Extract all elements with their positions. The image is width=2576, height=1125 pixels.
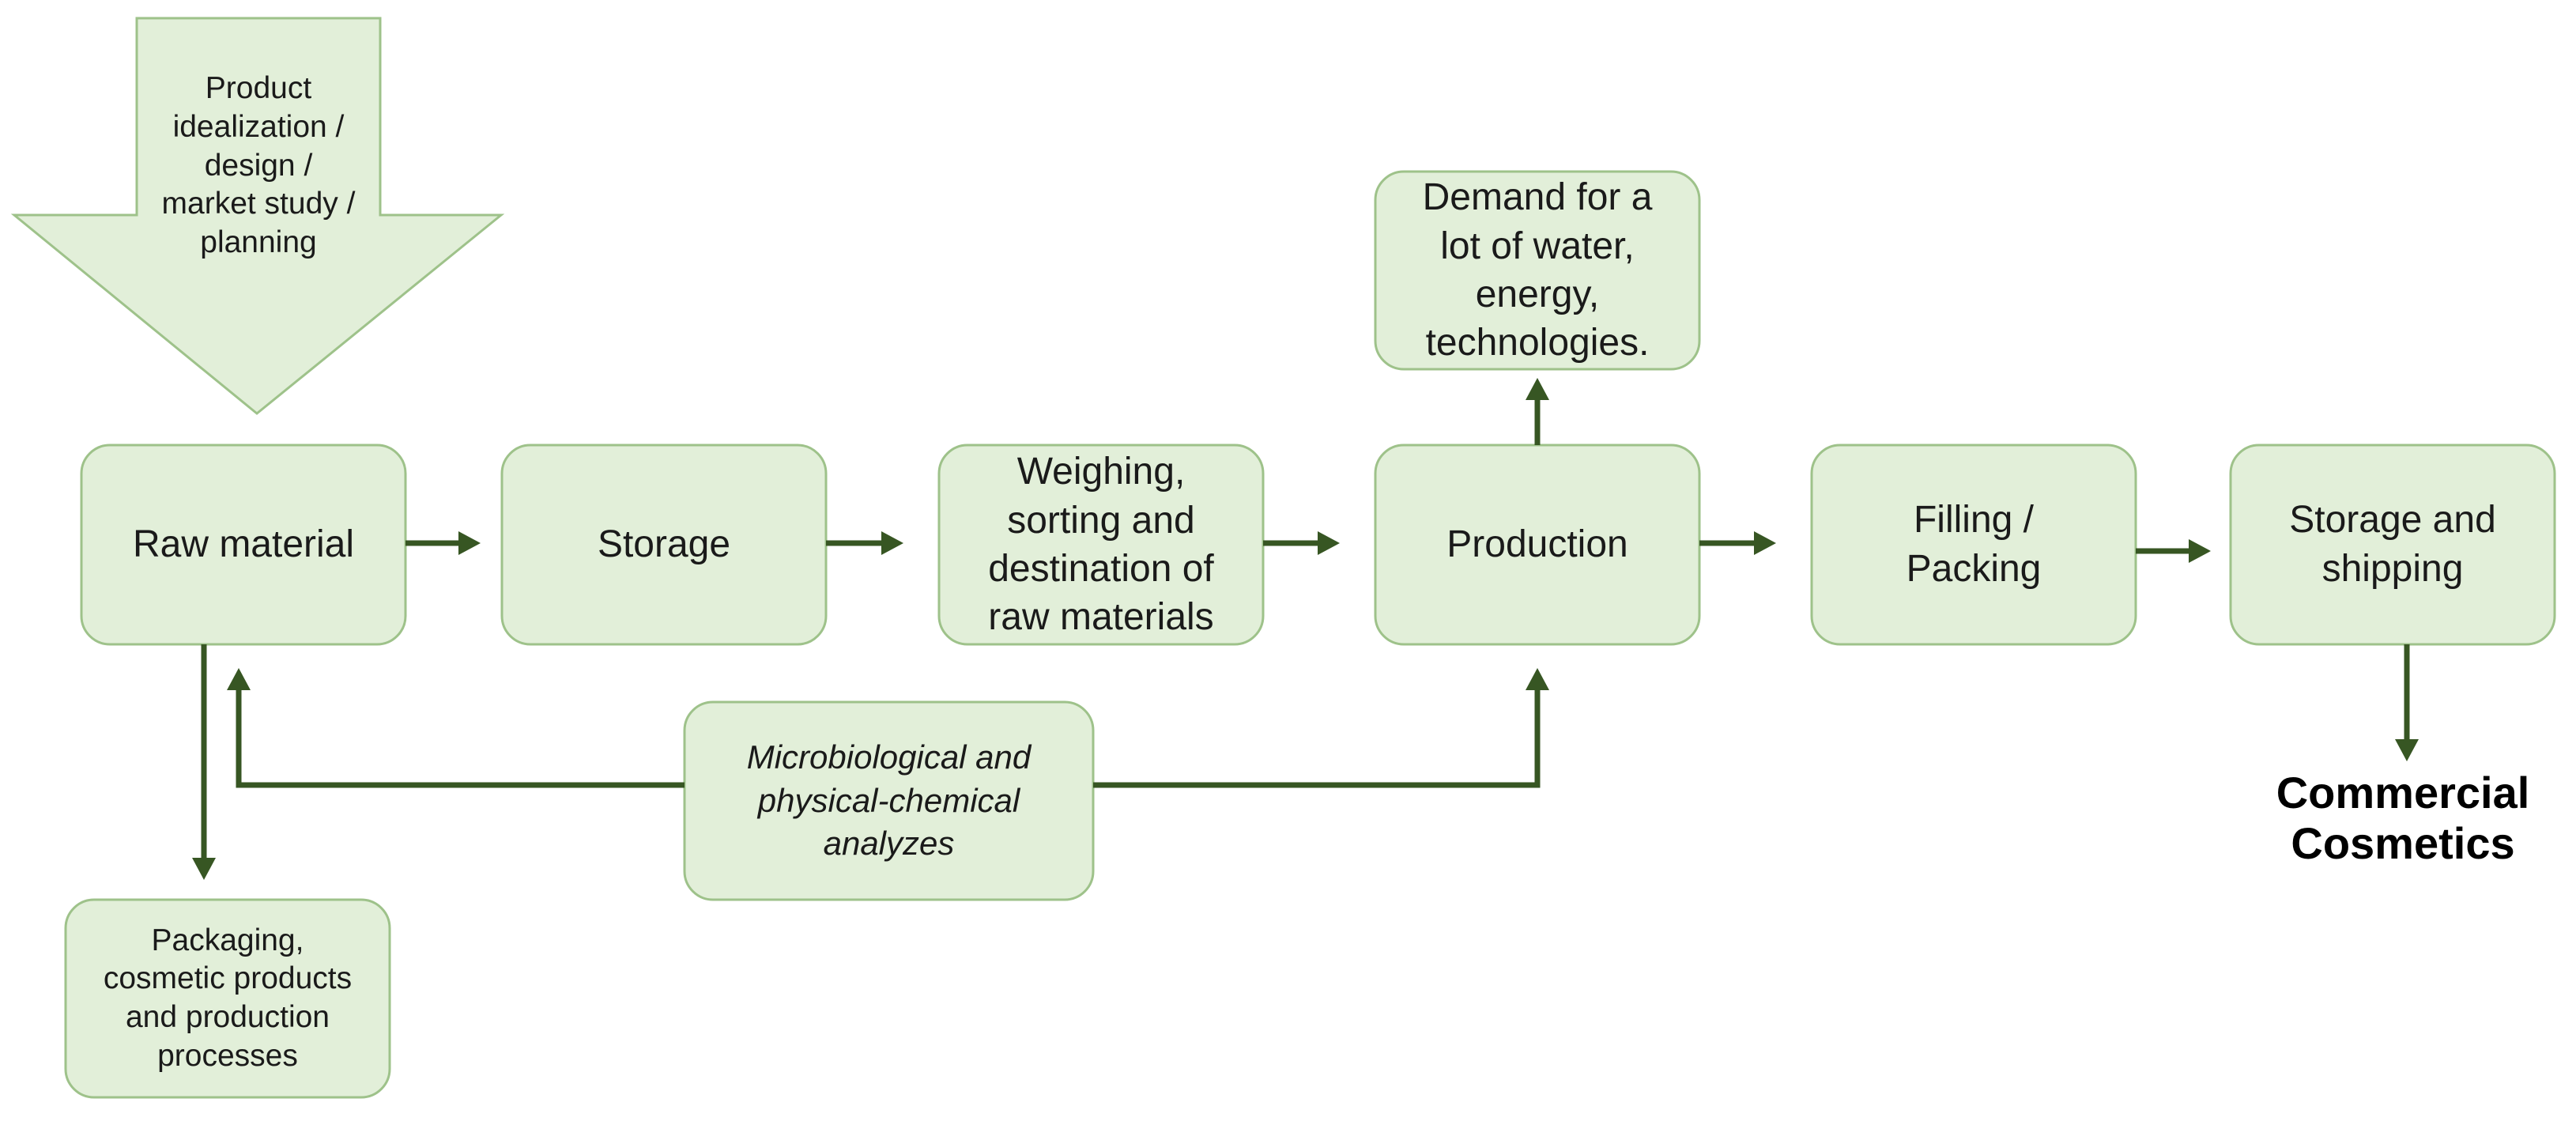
packaging-box <box>64 898 391 1099</box>
arrow-analyzes-to-production <box>1093 668 1549 788</box>
arrow-analyzes-to-raw <box>227 668 685 788</box>
analyzes-label: Microbiological and physical-chemical an… <box>746 738 1032 863</box>
arrow-weighing-to-production <box>1263 531 1340 555</box>
storage-shipping-label: Storage and shipping <box>2289 498 2496 590</box>
arrow-raw-to-packaging <box>192 644 216 880</box>
arrow-filling-to-storage-shipping <box>2136 539 2211 563</box>
packaging-label: Packaging, cosmetic products and product… <box>103 923 353 1073</box>
filling-box <box>1810 444 2137 646</box>
commercial-cosmetics-label: Commercial Cosmetics <box>2276 767 2530 868</box>
analyzes-box <box>683 700 1095 901</box>
production-label: Production <box>1446 523 1628 565</box>
storage-shipping-box <box>2229 444 2556 646</box>
arrow-production-to-filling <box>1699 531 1776 555</box>
arrow-production-to-demand <box>1526 378 1549 445</box>
filling-label: Filling / Packing <box>1906 498 2042 590</box>
raw-material-label: Raw material <box>132 523 355 565</box>
arrow-raw-to-storage <box>405 531 481 555</box>
arrow-storage-shipping-to-commercial <box>2395 644 2419 761</box>
demand-label: Demand for a lot of water, energy, techn… <box>1422 176 1653 364</box>
product-design-arrow-shape <box>10 17 505 415</box>
product-design-label: Product idealization / design / market s… <box>161 71 356 260</box>
weighing-label: Weighing, sorting and destination of raw… <box>988 451 1214 639</box>
storage-label: Storage <box>597 523 731 565</box>
arrow-storage-to-weighing <box>826 531 903 555</box>
demand-box <box>1374 170 1701 371</box>
